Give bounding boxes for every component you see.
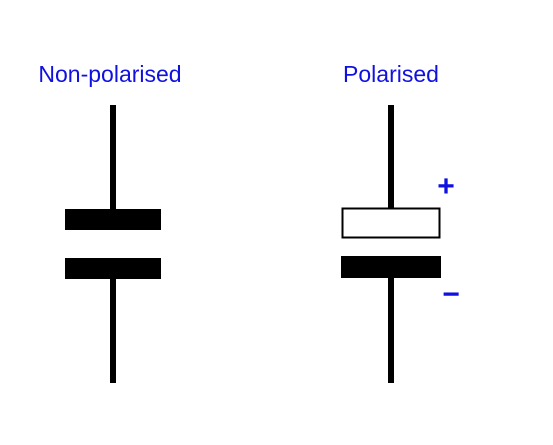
polarised-capacitor-symbol — [341, 105, 441, 383]
non-polarised-bottom-lead — [110, 278, 116, 383]
polarised-top-lead — [388, 105, 394, 209]
polarised-label: Polarised — [343, 61, 439, 87]
polarised-positive-plate — [341, 207, 441, 239]
non-polarised-bottom-plate — [65, 258, 161, 279]
polarised-bottom-lead — [388, 277, 394, 383]
non-polarised-top-lead — [110, 105, 116, 210]
non-polarised-top-plate — [65, 209, 161, 230]
non-polarised-label: Non-polarised — [38, 61, 182, 87]
positive-terminal-mark: + — [437, 170, 455, 203]
non-polarised-capacitor-symbol — [65, 105, 161, 383]
negative-terminal-mark: − — [442, 278, 460, 311]
polarised-negative-plate — [341, 256, 441, 278]
